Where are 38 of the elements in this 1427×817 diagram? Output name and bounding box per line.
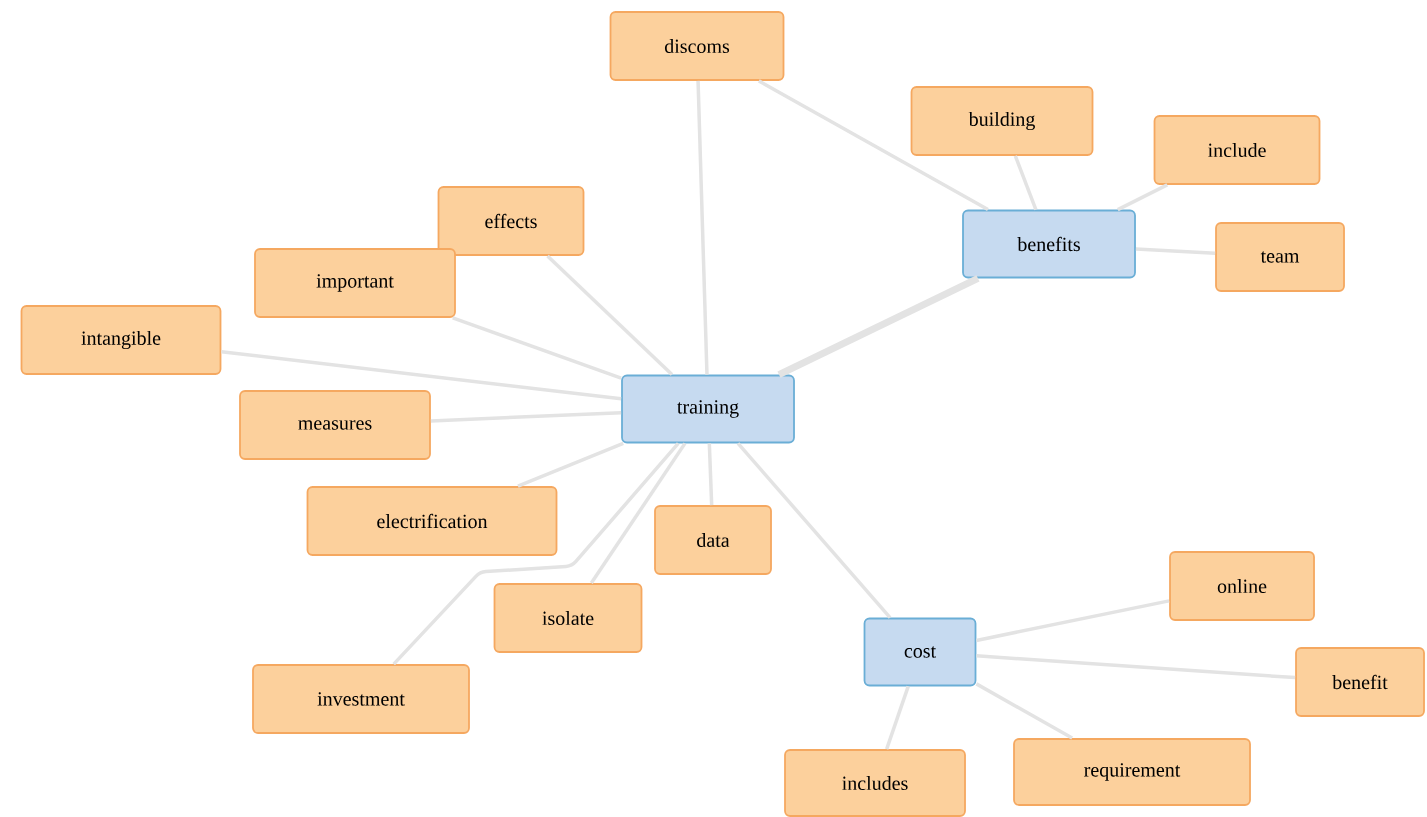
keyword-box: benefit [1295, 647, 1425, 717]
connector-line [1013, 155, 1038, 211]
connector-line [1117, 183, 1168, 212]
connector-line [221, 350, 622, 401]
connector-line [777, 275, 980, 378]
topic-box: benefits [962, 209, 1136, 279]
connector-line [589, 442, 687, 585]
keyword-box: includes [784, 749, 966, 817]
keyword-box: investment [252, 664, 470, 734]
topic-box: training [621, 374, 795, 444]
keyword-box: team [1215, 222, 1345, 292]
keyword-box: data [654, 505, 772, 575]
connector-line [758, 79, 989, 212]
keyword-box: isolate [493, 583, 643, 653]
connector-line [452, 316, 622, 380]
connector-line [546, 254, 674, 376]
connector-line [707, 443, 714, 506]
connector-line [696, 80, 709, 375]
connector-line [885, 685, 910, 750]
connector-line [976, 654, 1296, 680]
keyword-box: building [910, 86, 1094, 156]
keyword-box: requirement [1013, 738, 1251, 806]
keyword-box: effects [437, 186, 585, 256]
connector-line [430, 410, 622, 423]
connector-line [1135, 247, 1216, 256]
keyword-box: online [1169, 551, 1315, 621]
connector-line [392, 442, 680, 666]
keyword-box: intangible [20, 305, 222, 375]
keyword-box: include [1153, 115, 1321, 185]
keyword-box: important [254, 248, 456, 318]
connector-line [975, 682, 1073, 740]
connector-line [517, 441, 624, 488]
topic-box: cost [863, 617, 977, 687]
connector-line [976, 599, 1170, 643]
keyword-box: electrification [306, 486, 558, 556]
keyword-box: measures [239, 390, 431, 460]
keyword-box: discoms [609, 11, 785, 81]
connector-line [736, 442, 892, 619]
